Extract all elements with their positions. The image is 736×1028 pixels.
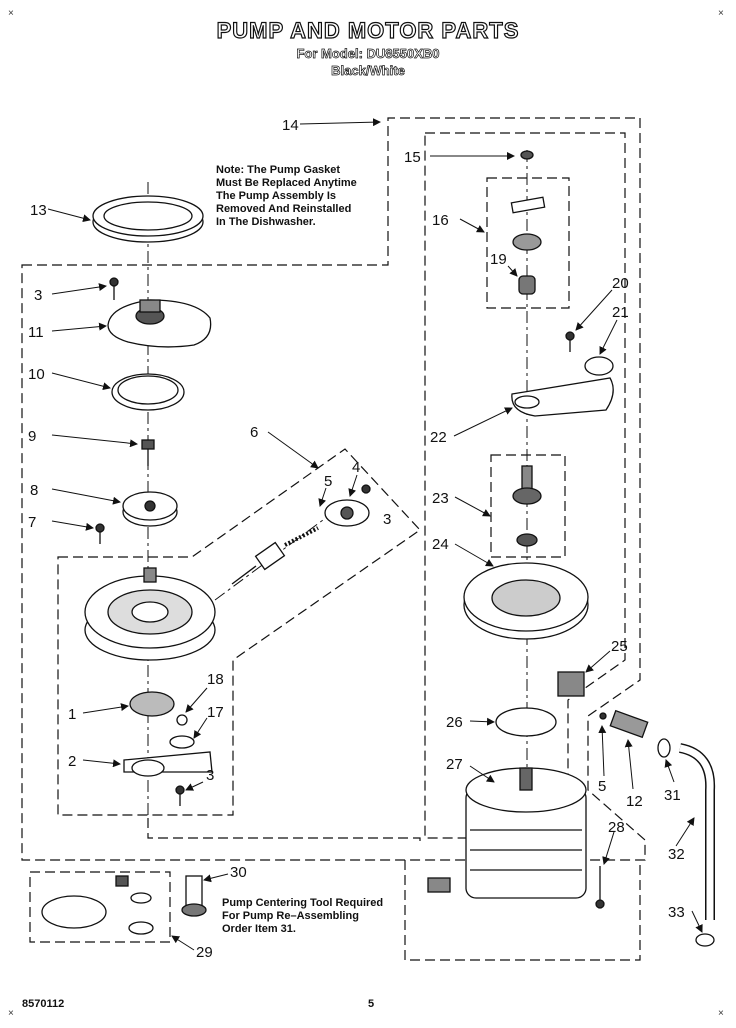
- pump-cover: [107, 299, 212, 348]
- clamp-32: [657, 738, 671, 758]
- page-title: PUMP AND MOTOR PARTS: [216, 17, 520, 43]
- document-code: 8570112: [22, 998, 65, 1010]
- callout-8: 5: [324, 473, 332, 490]
- callout-26: 25: [611, 638, 628, 655]
- callout-15: 12: [626, 793, 643, 810]
- shaft-seal: [512, 465, 542, 547]
- kit-seal-b: [128, 921, 154, 935]
- parts: [41, 150, 716, 947]
- callout-3-right: 3: [383, 511, 391, 528]
- seal-ring: [111, 373, 185, 411]
- callout-31: 30: [230, 864, 247, 881]
- screw-top: [109, 277, 119, 300]
- callout-28: 27: [446, 756, 463, 773]
- callout-27: 26: [446, 714, 463, 731]
- callout-29: 28: [608, 819, 625, 836]
- callout-30: 29: [196, 944, 213, 961]
- pump-housing: [84, 567, 216, 661]
- color-variant: Black/White: [331, 63, 405, 79]
- motor-assembly-outline: [424, 132, 626, 839]
- centering-tool-note: Pump Centering Tool Required For Pump Re…: [222, 897, 384, 935]
- callout-1: 1: [68, 706, 76, 723]
- callout-19: 16: [432, 212, 449, 229]
- callout-6: 5: [598, 778, 606, 795]
- centering-tool: [181, 875, 207, 917]
- kit-ring: [41, 895, 107, 929]
- page-number: 5: [368, 998, 375, 1010]
- check-ball: [176, 714, 188, 726]
- callout-13: 10: [28, 366, 45, 383]
- motor-lower-outline: [147, 818, 421, 845]
- callout-10: 7: [28, 514, 36, 531]
- callout-17: 14: [282, 117, 299, 134]
- screw-21: [565, 331, 575, 352]
- callout-3-top: 3: [34, 287, 42, 304]
- item-24-outline: [490, 454, 566, 558]
- callout-25: 24: [432, 536, 449, 553]
- screw-left: [95, 523, 105, 544]
- corner-mark-bottom-right: ×: [718, 1008, 724, 1019]
- housing-assembly-outline: [57, 448, 421, 816]
- callout-11: 8: [30, 482, 38, 499]
- item-19-parts: [510, 196, 546, 251]
- nut: [520, 150, 534, 160]
- callout-12: 9: [28, 428, 36, 445]
- valve-assembly: [231, 484, 371, 585]
- callout-3-bottom: 3: [206, 767, 214, 784]
- screw-bracket: [175, 785, 185, 806]
- disc-27: [495, 707, 557, 737]
- corner-mark-top-right: ×: [718, 8, 724, 19]
- hose-end-34: [695, 933, 715, 947]
- model-number: For Model: DU8550XB0: [296, 46, 440, 62]
- callout-33: 32: [668, 846, 685, 863]
- callout-16: 13: [30, 202, 47, 219]
- motor-bracket: [511, 377, 614, 417]
- callout-7: 4: [352, 459, 360, 476]
- corner-mark-top-left: ×: [8, 8, 14, 19]
- motor: [427, 767, 587, 899]
- callout-labels: 13 3 11 10 9 8 7 6 5 4 3 1 2 18 17 3 14 …: [28, 117, 685, 961]
- callout-21: 20: [612, 275, 629, 292]
- callout-14: 11: [28, 324, 44, 341]
- motor-mount: [463, 562, 589, 640]
- fitting-15: [599, 709, 649, 739]
- screw-29: [595, 866, 605, 909]
- callout-5: 18: [207, 671, 224, 688]
- callout-23: 22: [430, 429, 447, 446]
- connector-26: [557, 671, 585, 697]
- impeller-bolt: [141, 439, 155, 466]
- kit-seal-a: [130, 892, 152, 904]
- callout-24: 23: [432, 490, 449, 507]
- impeller: [122, 491, 178, 527]
- callout-9: 6: [250, 424, 258, 441]
- pump-gasket: [92, 195, 204, 243]
- callout-4: 17: [207, 704, 224, 721]
- o-ring: [169, 735, 195, 749]
- gasket-note: Note: The Pump Gasket Must Be Replaced A…: [216, 164, 357, 228]
- callout-2: 2: [68, 753, 76, 770]
- callout-34: 33: [668, 904, 685, 921]
- callout-18: 15: [404, 149, 421, 166]
- leader-lines: [47, 118, 703, 951]
- corner-mark-bottom-left: ×: [8, 1008, 14, 1019]
- centerlines: [147, 150, 528, 820]
- item-30-outline: [29, 871, 171, 943]
- kit-screw: [115, 875, 129, 887]
- bushing: [518, 275, 536, 295]
- callout-20: 19: [490, 251, 507, 268]
- gasket-22: [584, 356, 614, 376]
- callout-32: 31: [664, 787, 681, 804]
- filter-screen: [129, 691, 175, 717]
- group-outlines: [21, 117, 646, 961]
- lower-right-outline: [404, 860, 641, 961]
- pump-bracket: [123, 751, 213, 777]
- callout-22: 21: [612, 304, 629, 321]
